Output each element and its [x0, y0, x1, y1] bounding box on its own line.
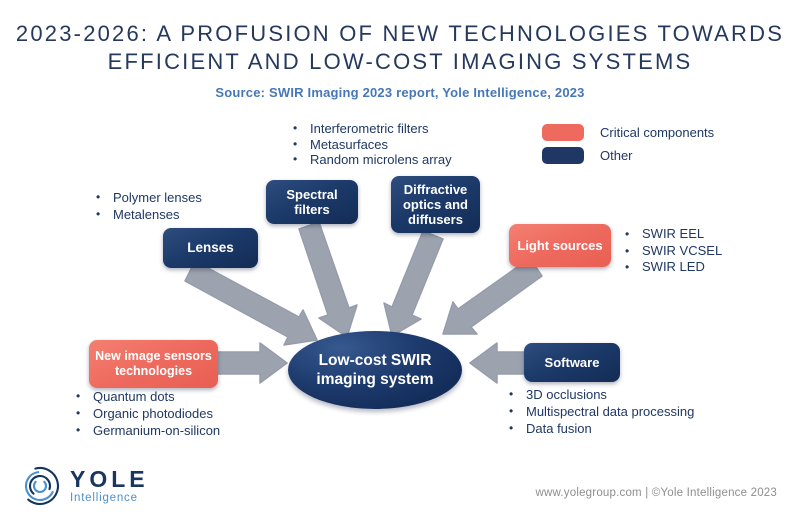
list-item: SWIR EEL [621, 226, 722, 243]
yole-logo-subtitle: Intelligence [70, 492, 138, 504]
node-spectral-filters: Spectral filters [266, 180, 358, 224]
list-item: Metasurfaces [289, 137, 452, 153]
bullet-list-lenses: Polymer lenses Metalenses [92, 189, 202, 223]
arrow-sensors-to-center [214, 342, 288, 384]
node-software: Software [524, 343, 620, 382]
list-item: Interferometric filters [289, 121, 452, 137]
legend-label-critical: Critical components [600, 125, 715, 140]
bullet-list-software: 3D occlusions Multispectral data process… [505, 386, 694, 437]
list-item: Multispectral data processing [505, 403, 694, 420]
yole-logo: YOLE Intelligence [18, 464, 149, 508]
list-item: 3D occlusions [505, 386, 694, 403]
arrow-diffractive-to-center [383, 230, 444, 337]
yole-spiral-icon [20, 466, 60, 506]
center-node-line-2: imaging system [316, 371, 434, 388]
arrow-lenses-to-center [184, 260, 318, 346]
legend-row-other: Other [542, 147, 714, 164]
legend-row-critical: Critical components [542, 124, 714, 141]
list-item: Random microlens array [289, 152, 452, 168]
center-node-low-cost-swir-system: Low-cost SWIR imaging system [288, 331, 462, 409]
arrow-spectral-to-center [298, 221, 358, 338]
node-diffractive-optics: Diffractive optics and diffusers [391, 176, 480, 233]
list-item: SWIR VCSEL [621, 243, 722, 260]
legend-label-other: Other [600, 148, 633, 163]
page-title: 2023-2026: A PROFUSION OF NEW TECHNOLOGI… [0, 20, 800, 76]
list-item: Quantum dots [72, 388, 220, 405]
node-lenses: Lenses [163, 228, 258, 268]
yole-logo-text: YOLE Intelligence [70, 466, 149, 505]
list-item: Germanium-on-silicon [72, 422, 220, 439]
list-item: Organic photodiodes [72, 405, 220, 422]
yole-logo-name: YOLE [70, 466, 149, 492]
title-line-2: EFFICIENT AND LOW-COST IMAGING SYSTEMS [107, 49, 693, 74]
bullet-list-light-sources: SWIR EEL SWIR VCSEL SWIR LED [621, 226, 722, 276]
node-light-sources: Light sources [509, 224, 611, 267]
center-node-line-1: Low-cost SWIR [318, 352, 432, 369]
legend: Critical components Other [542, 124, 714, 170]
arrow-light-to-center [442, 257, 543, 335]
node-new-image-sensors: New image sensors technologies [89, 340, 218, 388]
title-line-1: 2023-2026: A PROFUSION OF NEW TECHNOLOGI… [15, 21, 785, 46]
bullet-list-spectral-filters: Interferometric filters Metasurfaces Ran… [289, 121, 452, 168]
legend-swatch-critical [542, 124, 584, 141]
list-item: SWIR LED [621, 259, 722, 276]
legend-swatch-other [542, 147, 584, 164]
list-item: Polymer lenses [92, 189, 202, 206]
bullet-list-image-sensors: Quantum dots Organic photodiodes Germani… [72, 388, 220, 439]
footer-copyright: www.yolegroup.com | ©Yole Intelligence 2… [535, 487, 777, 499]
list-item: Data fusion [505, 420, 694, 437]
list-item: Metalenses [92, 206, 202, 223]
source-subtitle: Source: SWIR Imaging 2023 report, Yole I… [215, 85, 585, 100]
